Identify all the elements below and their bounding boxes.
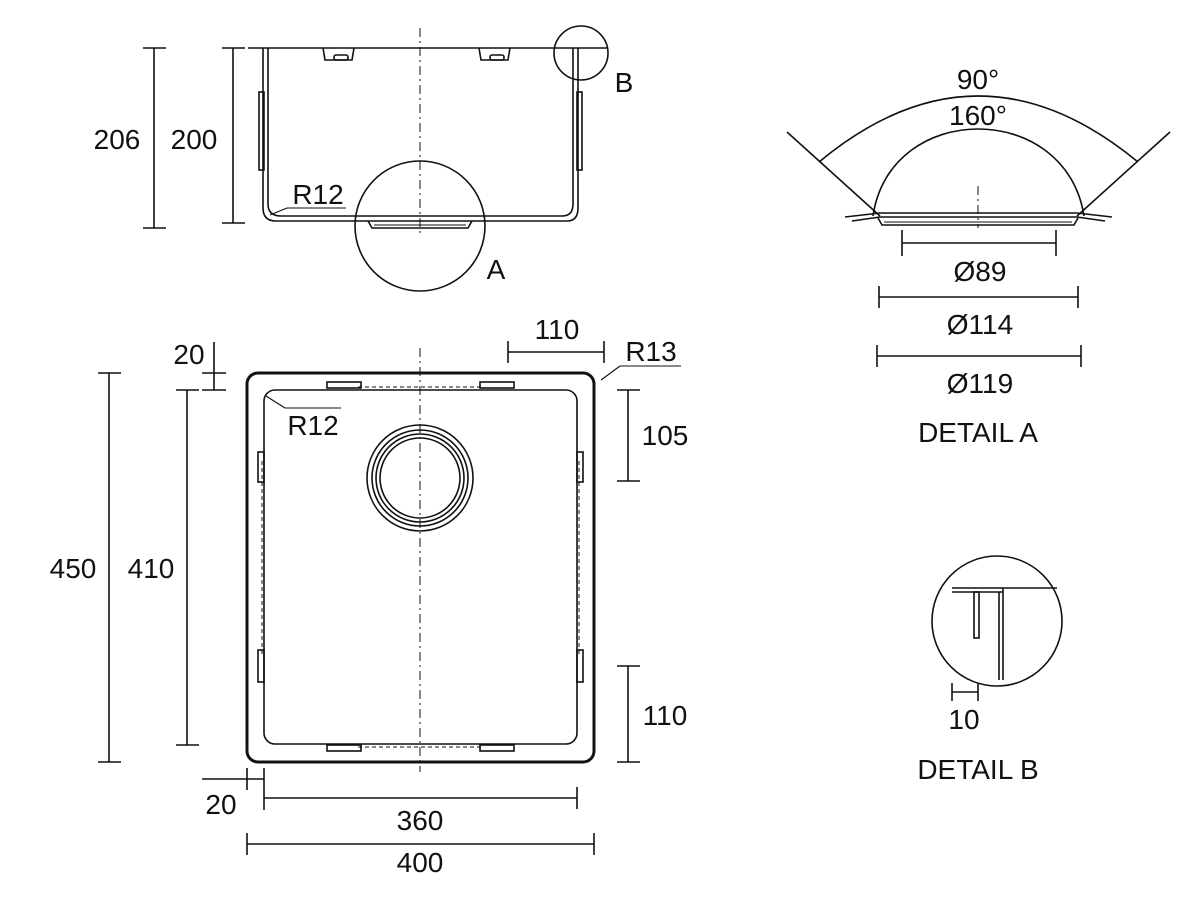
d114-label: Ø114 [947, 309, 1013, 340]
dim-waste-offset-y: 105 [617, 389, 689, 482]
dim-outer-width: 400 [246, 833, 595, 878]
clip-offset-label: 110 [643, 700, 688, 731]
d89-label: Ø89 [954, 256, 1007, 287]
waste-offset-x-label: 110 [535, 314, 580, 345]
callout-b-label: B [615, 67, 634, 98]
radius-outer-label: R13 [625, 336, 676, 367]
callout-a-label: A [487, 254, 506, 285]
dim-clip-offset: 110 [617, 665, 688, 763]
waste-outlet [366, 424, 474, 532]
inner-length-label: 410 [128, 553, 175, 584]
bowl-height-label: 200 [171, 124, 218, 155]
angle-inner-label: 160° [949, 100, 1007, 131]
dim-d89: Ø89 [901, 230, 1057, 287]
d119-label: Ø119 [947, 368, 1013, 399]
detail-a-title: DETAIL A [918, 417, 1038, 448]
detail-a: 90° 160° Ø89 Ø114 Ø119 DETAIL A [786, 64, 1171, 448]
dim-flange-top: 20 [173, 339, 226, 391]
flange-b-label: 10 [948, 704, 979, 735]
radius-inner-label: R12 [287, 410, 338, 441]
radius-callout-side: R12 [269, 179, 346, 216]
dim-waste-offset-x: 110 [507, 314, 605, 363]
detail-b-title: DETAIL B [917, 754, 1038, 785]
dim-overall-height: 206 [94, 47, 166, 229]
outer-width-label: 400 [397, 847, 444, 878]
radius-callout-outer: R13 [600, 336, 681, 381]
dim-flange-b: 10 [948, 683, 980, 735]
detail-a-callout: A [354, 160, 506, 292]
detail-b-callout: B [553, 25, 634, 98]
dim-d114: Ø114 [878, 286, 1079, 340]
dim-outer-length: 450 [50, 372, 121, 763]
overall-height-label: 206 [94, 124, 141, 155]
waste-offset-y-label: 105 [642, 420, 689, 451]
radius-side-label: R12 [292, 179, 343, 210]
dim-bowl-height: 200 [171, 47, 245, 224]
flange-left-label: 20 [205, 789, 236, 820]
dim-d119: Ø119 [876, 345, 1082, 399]
top-view: 20 450 410 R12 R13 110 [50, 314, 689, 878]
dim-inner-width: 360 [264, 787, 578, 836]
flange-top-label: 20 [173, 339, 204, 370]
outer-length-label: 450 [50, 553, 97, 584]
dim-inner-length: 410 [128, 389, 199, 746]
side-view: 206 200 R12 A B [94, 25, 634, 292]
angle-outer-label: 90° [957, 64, 999, 95]
detail-b: 10 DETAIL B [917, 555, 1063, 785]
dim-flange-left: 20 [202, 768, 265, 820]
radius-callout-inner: R12 [265, 395, 341, 441]
inner-width-label: 360 [397, 805, 444, 836]
